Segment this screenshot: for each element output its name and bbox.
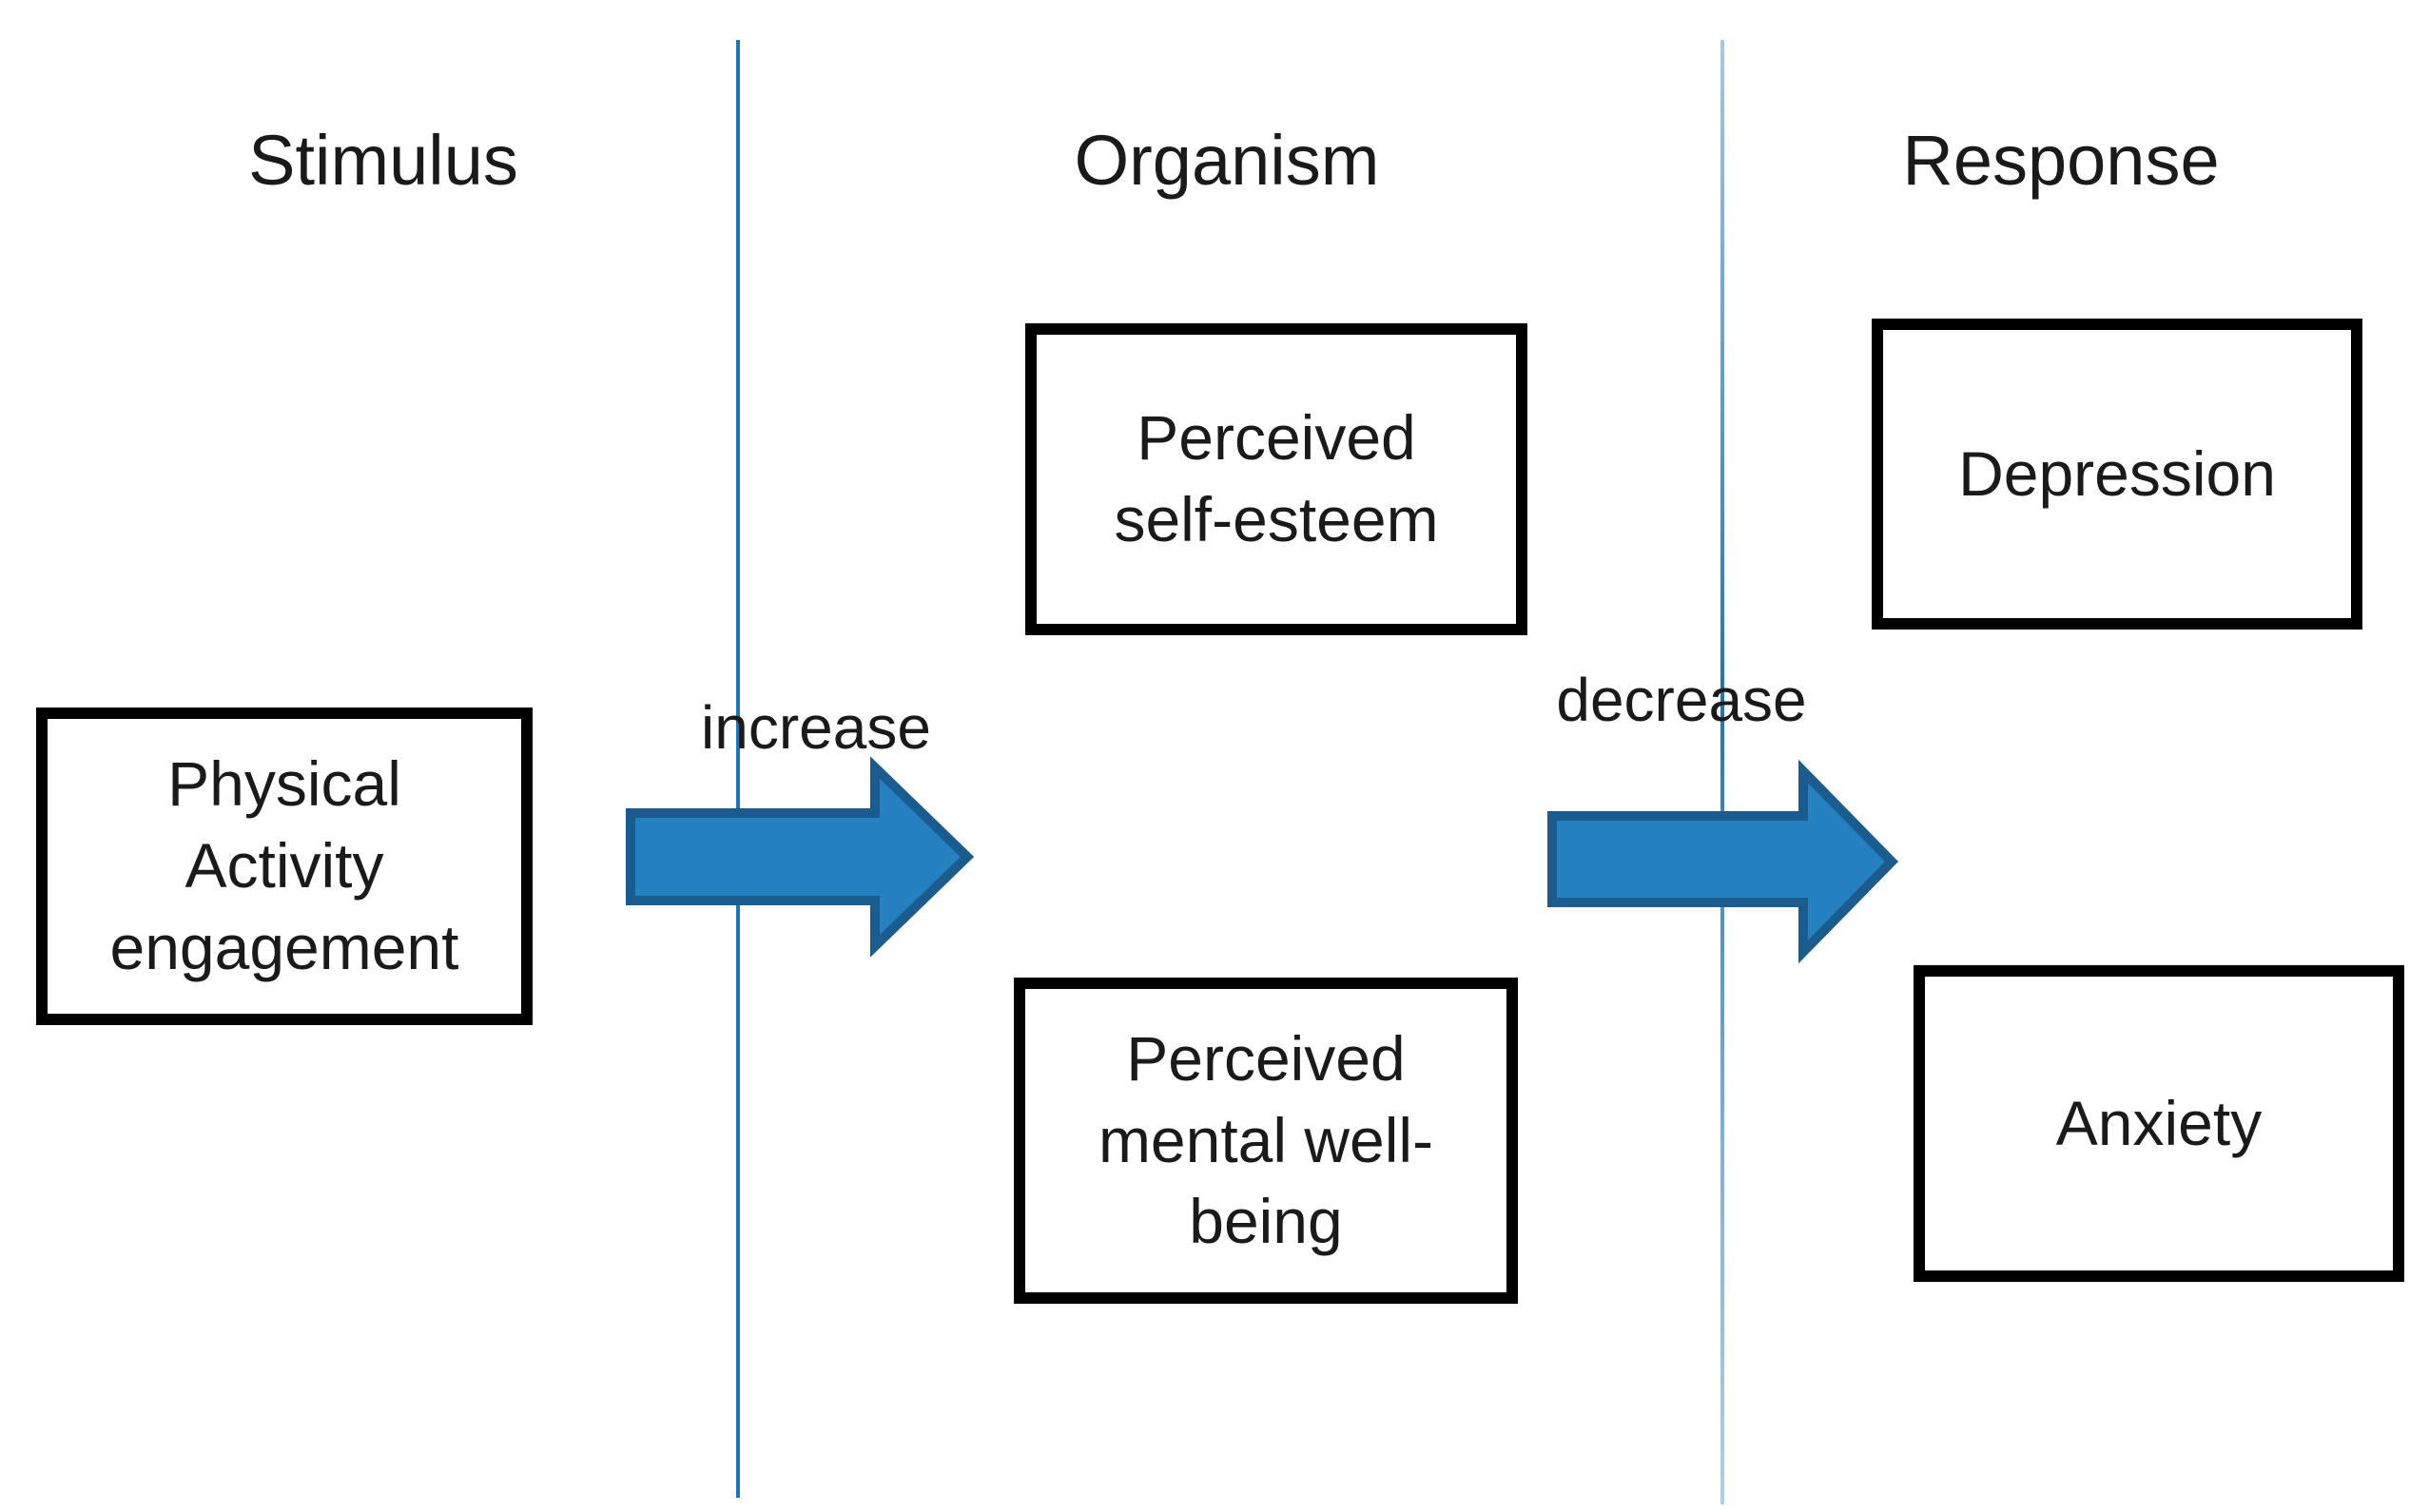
box-perceived-self-esteem: Perceived self-esteem — [1025, 323, 1527, 635]
column-header-response: Response — [1902, 121, 2220, 200]
box-perceived-mental-wellbeing: Perceived mental well- being — [1014, 978, 1518, 1304]
box-anxiety: Anxiety — [1914, 965, 2404, 1282]
column-header-organism: Organism — [1074, 121, 1380, 200]
increase-arrow-icon — [626, 756, 975, 958]
divider-line-stimulus-organism — [736, 40, 740, 1498]
divider-line-organism-response — [1720, 40, 1724, 1504]
column-header-stimulus: Stimulus — [248, 121, 518, 200]
decrease-arrow-label: decrease — [1556, 666, 1807, 734]
increase-arrow-label: increase — [701, 693, 931, 762]
box-physical-activity-engagement: Physical Activity engagement — [36, 708, 533, 1025]
box-depression: Depression — [1872, 319, 2362, 630]
